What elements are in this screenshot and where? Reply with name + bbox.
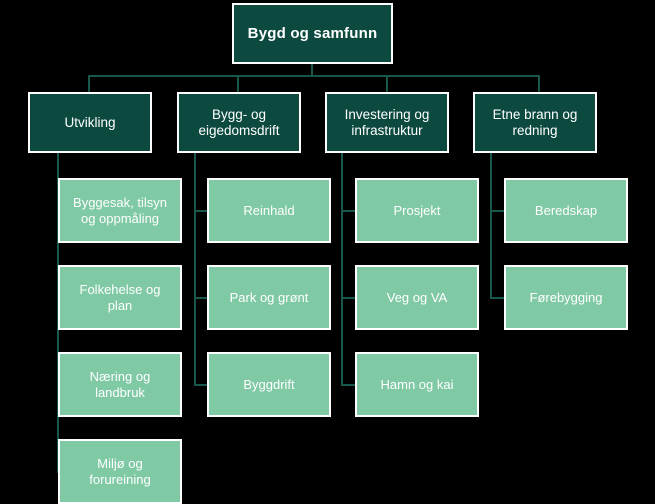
node-folkehelse-og-plan-label: Folkehelse og plan xyxy=(79,282,161,313)
node-hamn-og-kai[interactable]: Hamn og kai xyxy=(355,352,479,417)
node-byggdrift[interactable]: Byggdrift xyxy=(207,352,331,417)
node-root-label: Bygd og samfunn xyxy=(247,24,378,42)
connector-bus-to-investering xyxy=(386,75,388,93)
node-prosjekt[interactable]: Prosjekt xyxy=(355,178,479,243)
node-etne-brann-og-redning[interactable]: Etne brann og redning xyxy=(473,92,597,153)
node-investering-og-infrastruktur-label: Investering og infrastruktur xyxy=(344,106,430,138)
node-veg-og-va-label: Veg og VA xyxy=(386,289,448,305)
node-park-og-gront-label: Park og grønt xyxy=(229,289,309,305)
node-reinhald-label: Reinhald xyxy=(243,202,295,218)
node-reinhald[interactable]: Reinhald xyxy=(207,178,331,243)
node-beredskap-label: Beredskap xyxy=(534,202,598,218)
node-root-bygd-og-samfunn[interactable]: Bygd og samfunn xyxy=(232,3,393,64)
node-miljo-og-forureining-label: Miljø og forureining xyxy=(89,456,151,487)
node-bygg-og-eigedomsdrift-label: Bygg- og eigedomsdrift xyxy=(198,106,280,138)
node-investering-og-infrastruktur[interactable]: Investering og infrastruktur xyxy=(325,92,449,153)
connector-level1-bus xyxy=(88,75,540,77)
connector-bus-to-etne xyxy=(538,75,540,93)
connector-investering-spine xyxy=(341,153,343,385)
node-beredskap[interactable]: Beredskap xyxy=(504,178,628,243)
node-byggesak-tilsyn-og-oppmaling[interactable]: Byggesak, tilsyn og oppmåling xyxy=(58,178,182,243)
node-naering-og-landbruk[interactable]: Næring og landbruk xyxy=(58,352,182,417)
connector-bygg-child-1 xyxy=(194,210,214,212)
connector-investering-child-3 xyxy=(341,384,362,386)
connector-investering-child-1 xyxy=(341,210,362,212)
node-utvikling[interactable]: Utvikling xyxy=(28,92,152,153)
connector-root-drop xyxy=(311,64,313,76)
node-utvikling-label: Utvikling xyxy=(64,114,116,130)
node-hamn-og-kai-label: Hamn og kai xyxy=(380,376,454,392)
node-bygg-og-eigedomsdrift[interactable]: Bygg- og eigedomsdrift xyxy=(177,92,301,153)
node-byggdrift-label: Byggdrift xyxy=(243,376,295,392)
connector-bygg-spine xyxy=(194,153,196,385)
node-prosjekt-label: Prosjekt xyxy=(393,202,441,218)
node-veg-og-va[interactable]: Veg og VA xyxy=(355,265,479,330)
connector-bus-to-bygg xyxy=(237,75,239,93)
node-forebygging[interactable]: Førebygging xyxy=(504,265,628,330)
connector-etne-child-1 xyxy=(490,210,511,212)
node-forebygging-label: Førebygging xyxy=(529,289,603,305)
node-naering-og-landbruk-label: Næring og landbruk xyxy=(89,369,151,400)
connector-bus-to-utvikling xyxy=(88,75,90,93)
node-byggesak-tilsyn-og-oppmaling-label: Byggesak, tilsyn og oppmåling xyxy=(73,195,167,226)
connector-etne-child-2 xyxy=(490,297,511,299)
node-miljo-og-forureining[interactable]: Miljø og forureining xyxy=(58,439,182,504)
connector-bygg-child-3 xyxy=(194,384,214,386)
node-etne-brann-og-redning-label: Etne brann og redning xyxy=(492,106,578,138)
connector-investering-child-2 xyxy=(341,297,362,299)
node-park-og-gront[interactable]: Park og grønt xyxy=(207,265,331,330)
node-folkehelse-og-plan[interactable]: Folkehelse og plan xyxy=(58,265,182,330)
connector-etne-spine xyxy=(490,153,492,298)
connector-bygg-child-2 xyxy=(194,297,214,299)
